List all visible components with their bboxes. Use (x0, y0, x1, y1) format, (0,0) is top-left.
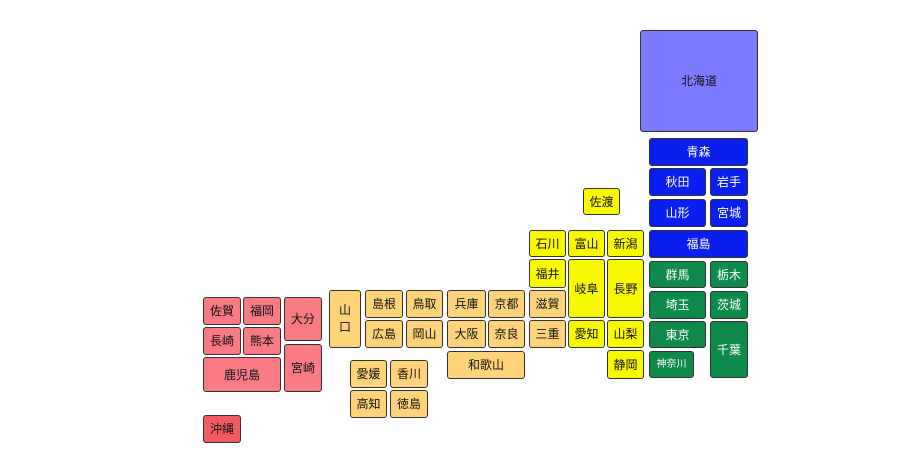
prefecture-okinawa[interactable]: 沖縄 (203, 415, 241, 443)
prefecture-miyazaki[interactable]: 宮崎 (284, 344, 322, 392)
prefecture-akita[interactable]: 秋田 (649, 168, 706, 196)
prefecture-yamaguchi[interactable]: 山口 (329, 290, 361, 348)
prefecture-fukushima[interactable]: 福島 (649, 230, 748, 258)
prefecture-fukuoka[interactable]: 福岡 (243, 297, 281, 325)
prefecture-wakayama[interactable]: 和歌山 (447, 351, 525, 379)
prefecture-gunma[interactable]: 群馬 (649, 261, 706, 288)
prefecture-sado[interactable]: 佐渡 (583, 188, 620, 215)
prefecture-kumamoto[interactable]: 熊本 (243, 327, 281, 355)
prefecture-ibaraki[interactable]: 茨城 (710, 291, 748, 319)
prefecture-fukui[interactable]: 福井 (529, 259, 566, 288)
prefecture-kagawa[interactable]: 香川 (390, 360, 428, 388)
prefecture-ehime[interactable]: 愛媛 (350, 360, 387, 388)
prefecture-aomori[interactable]: 青森 (649, 138, 748, 166)
prefecture-shizuoka[interactable]: 静岡 (607, 350, 644, 379)
prefecture-tottori[interactable]: 鳥取 (406, 290, 443, 318)
prefecture-shiga[interactable]: 滋賀 (529, 290, 566, 318)
prefecture-shimane[interactable]: 島根 (365, 290, 403, 318)
prefecture-mie[interactable]: 三重 (529, 320, 566, 348)
prefecture-okayama[interactable]: 岡山 (406, 320, 443, 348)
prefecture-ishikawa[interactable]: 石川 (529, 230, 566, 257)
prefecture-kochi[interactable]: 高知 (350, 390, 387, 418)
prefecture-hyogo[interactable]: 兵庫 (447, 290, 486, 318)
prefecture-saga[interactable]: 佐賀 (203, 297, 241, 325)
prefecture-yamagata[interactable]: 山形 (649, 199, 706, 227)
prefecture-tokushima[interactable]: 徳島 (390, 390, 428, 418)
prefecture-gifu[interactable]: 岐阜 (568, 259, 605, 318)
prefecture-hiroshima[interactable]: 広島 (365, 320, 403, 348)
prefecture-tochigi[interactable]: 栃木 (710, 261, 748, 288)
prefecture-hokkaido[interactable]: 北海道 (640, 30, 758, 132)
prefecture-miyagi[interactable]: 宮城 (710, 199, 748, 227)
prefecture-aichi[interactable]: 愛知 (568, 320, 605, 348)
prefecture-nagano[interactable]: 長野 (607, 259, 644, 318)
prefecture-osaka[interactable]: 大阪 (447, 320, 486, 348)
prefecture-iwate[interactable]: 岩手 (710, 168, 748, 196)
prefecture-kanagawa[interactable]: 神奈川 (649, 351, 694, 378)
prefecture-kyoto[interactable]: 京都 (488, 290, 525, 318)
prefecture-nagasaki[interactable]: 長崎 (203, 327, 241, 355)
prefecture-niigata[interactable]: 新潟 (607, 230, 644, 257)
prefecture-chiba[interactable]: 千葉 (710, 321, 748, 378)
prefecture-yamanashi[interactable]: 山梨 (607, 320, 644, 348)
prefecture-toyama[interactable]: 富山 (568, 230, 605, 257)
prefecture-kagoshima[interactable]: 鹿児島 (203, 357, 281, 392)
prefecture-saitama[interactable]: 埼玉 (649, 291, 706, 319)
prefecture-tokyo[interactable]: 東京 (649, 321, 706, 348)
prefecture-oita[interactable]: 大分 (284, 297, 322, 341)
prefecture-nara[interactable]: 奈良 (488, 320, 525, 348)
